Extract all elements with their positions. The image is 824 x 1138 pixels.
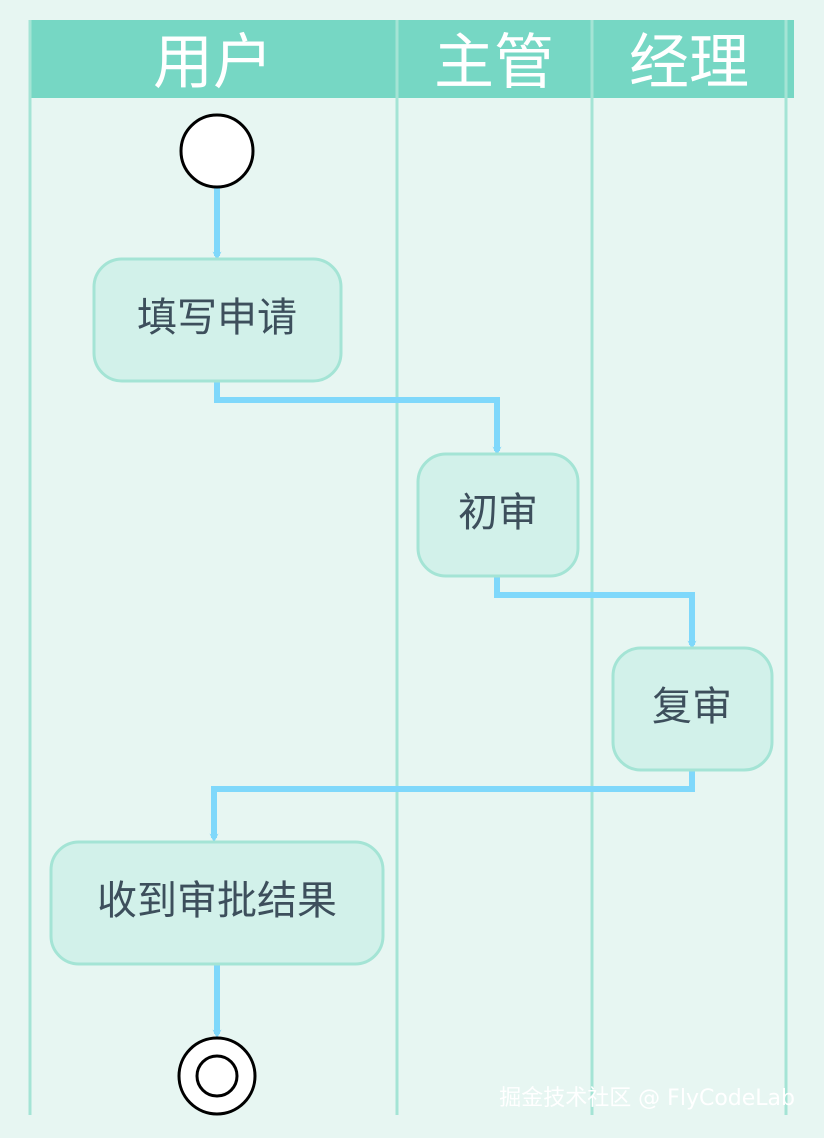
flow-fill-application-to-initial-review — [214, 382, 502, 456]
lane-title-user: 用户 — [153, 28, 273, 98]
activity-fill-application — [92, 257, 343, 383]
activity-receive-result — [49, 840, 385, 966]
activity-receive-result-label: 收到审批结果 — [97, 878, 337, 924]
end-node-inner-ring — [195, 1054, 239, 1098]
watermark-text: 掘金技术社区 @ FlyCodeLab — [499, 1086, 795, 1111]
start-node — [179, 113, 255, 189]
activity-initial-review — [416, 452, 580, 578]
activity-second-review-label: 复审 — [652, 684, 732, 730]
flow-initial-review-to-second-review — [494, 577, 697, 650]
lane-title-manager: 经理 — [629, 28, 749, 98]
flow-second-review-to-receive-result — [209, 771, 695, 843]
end-node — [177, 1036, 257, 1116]
lane-header-band — [30, 20, 794, 98]
activity-initial-review-label: 初审 — [458, 490, 538, 536]
activity-fill-application-label: 填写申请 — [137, 295, 297, 341]
lane-title-supervisor: 主管 — [434, 28, 554, 98]
activity-second-review — [611, 646, 774, 772]
